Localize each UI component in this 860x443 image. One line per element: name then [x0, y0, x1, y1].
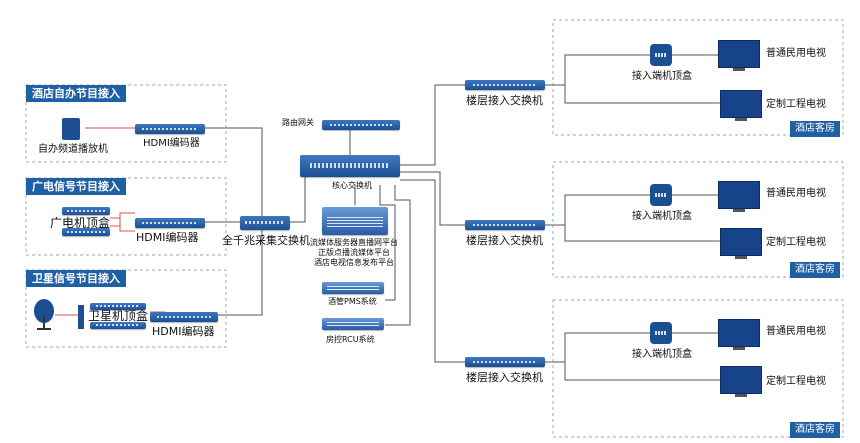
gateway-device	[322, 120, 400, 130]
gateway-label: 路由网关	[282, 118, 314, 127]
satellite-stb-device-top	[90, 303, 146, 310]
aggregation-switch-label: 全千兆采集交换机	[222, 234, 310, 247]
civil-tv-label: 普通民用电视	[766, 188, 826, 199]
core-switch-device	[300, 155, 400, 177]
custom-tv-icon	[720, 228, 762, 259]
satellite-stb-device-bottom	[90, 322, 146, 329]
civil-tv-label: 普通民用电视	[766, 48, 826, 59]
guest-room-tag: 酒店客房	[790, 262, 840, 278]
civil-tv-icon	[718, 319, 760, 350]
signal-splitter-icon	[78, 305, 84, 329]
guest-room-region-1	[552, 19, 844, 136]
satellite-source-header: 卫星信号节目接入	[26, 270, 126, 287]
hdmi-encoder-device	[135, 124, 205, 134]
media-server-line-2: 正版点播流媒体平台	[318, 248, 390, 257]
catv-stb-label: 广电机顶盒	[50, 216, 111, 230]
rcu-server-device	[322, 318, 384, 330]
pms-server-device	[322, 282, 384, 294]
access-stb-label: 接入端机顶盒	[632, 349, 692, 360]
access-stb-device	[650, 322, 672, 344]
custom-tv-label: 定制工程电视	[766, 237, 826, 248]
satellite-encoder-label: HDMI编码器	[152, 325, 215, 338]
hotel-encoder-label: HDMI编码器	[143, 138, 200, 149]
floor-access-switch-device	[465, 220, 545, 230]
access-stb-device	[650, 44, 672, 66]
floor-switch-label: 楼层接入交换机	[466, 234, 543, 247]
guest-room-region-2	[552, 161, 844, 278]
satellite-stb-label: 卫星机顶盒	[88, 309, 149, 323]
catv-encoder-label: HDMI编码器	[136, 231, 199, 244]
hdmi-encoder-device	[135, 218, 205, 228]
aggregation-switch-device	[240, 216, 290, 230]
floor-access-switch-device	[465, 357, 545, 367]
access-stb-device	[650, 184, 672, 206]
custom-tv-label: 定制工程电视	[766, 99, 826, 110]
satellite-dish-icon	[32, 298, 58, 330]
rcu-label: 房控RCU系统	[326, 335, 375, 344]
core-switch-label: 核心交换机	[332, 181, 372, 190]
floor-switch-label: 楼层接入交换机	[466, 371, 543, 384]
custom-tv-label: 定制工程电视	[766, 376, 826, 387]
media-server-device	[322, 207, 388, 235]
access-stb-label: 接入端机顶盒	[632, 211, 692, 222]
hotel-player-label: 自办频道播放机	[38, 144, 108, 155]
custom-tv-icon	[720, 366, 762, 397]
catv-stb-device-bottom	[62, 228, 110, 236]
access-stb-label: 接入端机顶盒	[632, 71, 692, 82]
civil-tv-icon	[718, 40, 760, 71]
custom-tv-icon	[720, 90, 762, 121]
catv-stb-device-top	[62, 207, 110, 215]
hdmi-encoder-device	[150, 312, 218, 322]
playback-device-icon	[62, 118, 80, 140]
civil-tv-label: 普通民用电视	[766, 326, 826, 337]
media-server-line-1: 流媒体服务器直播网平台	[310, 238, 398, 247]
guest-room-tag: 酒店客房	[790, 422, 840, 438]
floor-switch-label: 楼层接入交换机	[466, 94, 543, 107]
floor-access-switch-device	[465, 80, 545, 90]
media-server-line-3: 酒店电视信息发布平台	[314, 258, 394, 267]
guest-room-region-3	[552, 299, 844, 438]
catv-source-header: 广电信号节目接入	[26, 178, 126, 195]
guest-room-tag: 酒店客房	[790, 121, 840, 137]
pms-label: 酒管PMS系统	[328, 297, 377, 306]
hotel-source-header: 酒店自办节目接入	[26, 85, 126, 102]
civil-tv-icon	[718, 181, 760, 212]
